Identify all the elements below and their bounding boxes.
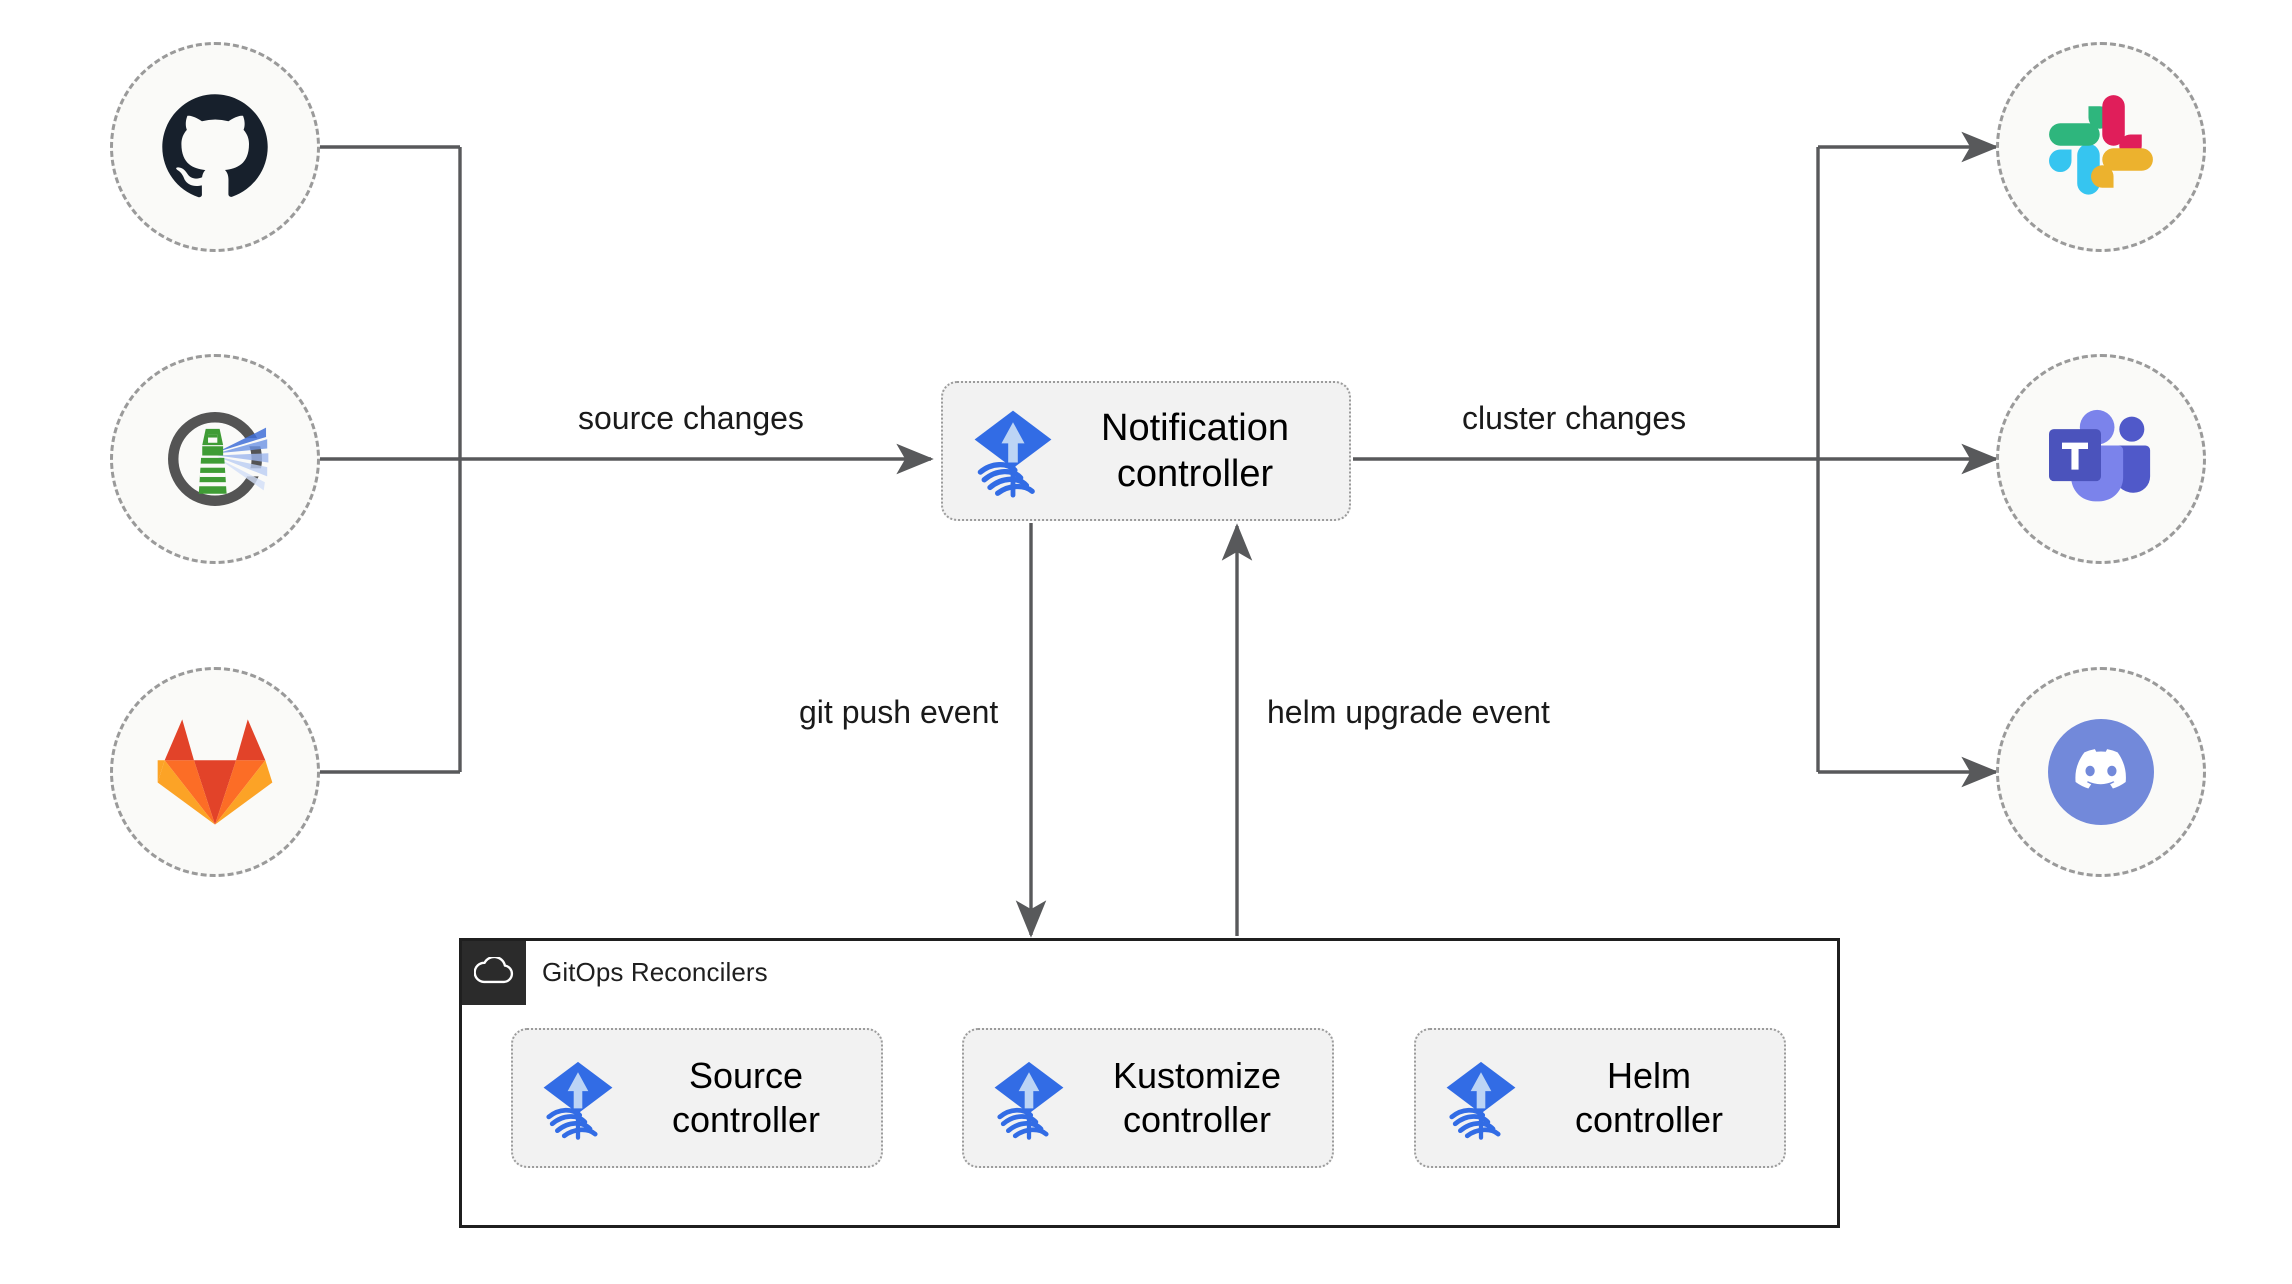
destination-node-teams[interactable] <box>1996 354 2206 564</box>
flux-logo-icon <box>535 1055 621 1141</box>
flux-logo-icon <box>986 1055 1072 1141</box>
node-helm-controller-label: Helm controller <box>1574 1055 1724 1140</box>
destination-node-slack[interactable] <box>1996 42 2206 252</box>
node-kustomize-controller[interactable]: Kustomize controller <box>962 1028 1334 1168</box>
discord-icon <box>2045 716 2157 828</box>
node-source-controller-label: Source controller <box>671 1055 821 1140</box>
destination-node-discord[interactable] <box>1996 667 2206 877</box>
edge-label-git-push-event: git push event <box>799 694 999 730</box>
flux-lighthouse-icon <box>157 401 273 517</box>
node-notification-controller[interactable]: Notification controller <box>941 381 1351 521</box>
source-node-github[interactable] <box>110 42 320 252</box>
edge-label-cluster-changes: cluster changes <box>1462 400 1687 436</box>
node-source-controller[interactable]: Source controller <box>511 1028 883 1168</box>
flux-logo-icon <box>965 403 1061 499</box>
node-helm-controller[interactable]: Helm controller <box>1414 1028 1786 1168</box>
cloud-icon <box>473 955 514 990</box>
edge-label-source-changes: source changes <box>578 400 804 436</box>
group-title: GitOps Reconcilers <box>542 957 768 987</box>
node-kustomize-controller-label: Kustomize controller <box>1112 1055 1282 1140</box>
slack-icon <box>2049 95 2153 199</box>
source-node-flux[interactable] <box>110 354 320 564</box>
flux-logo-icon <box>1438 1055 1524 1141</box>
source-node-gitlab[interactable] <box>110 667 320 877</box>
github-icon <box>160 92 270 202</box>
node-notification-controller-label: Notification controller <box>1101 406 1289 495</box>
gitlab-icon <box>156 717 274 827</box>
group-icon-tab <box>462 941 526 1005</box>
edge-label-helm-upgrade-event: helm upgrade event <box>1267 694 1550 730</box>
microsoft-teams-icon <box>2043 407 2159 511</box>
